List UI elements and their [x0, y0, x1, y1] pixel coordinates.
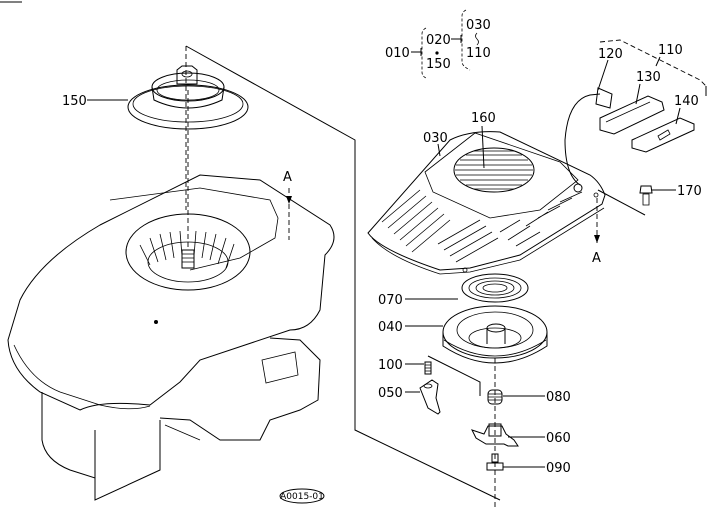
part-070-recoil-spring: 070 — [378, 273, 529, 308]
label-160: 160 — [471, 111, 496, 126]
part-150-starter-cup: 150 — [62, 65, 249, 248]
part-060-friction-plate: 060 — [471, 423, 571, 447]
label-100: 100 — [378, 358, 403, 373]
center-stud — [181, 249, 195, 269]
hierarchy-dot — [435, 51, 439, 55]
part-040-pulley: 040 — [378, 305, 548, 364]
louvres — [381, 189, 583, 263]
part-050-ratchet-pawl: 050 — [378, 379, 441, 415]
part-170-bolt: 170 — [597, 184, 702, 216]
drawing-code: A0015-01 — [279, 488, 325, 504]
label-150: 150 — [62, 94, 87, 109]
label-030-key: 030 — [466, 18, 491, 33]
label-020: 020 — [426, 33, 451, 48]
label-140: 140 — [674, 94, 699, 109]
label-030: 030 — [423, 131, 448, 146]
label-110-key: 110 — [466, 46, 491, 61]
part-120-rope — [564, 93, 601, 186]
part-080-spring: 080 — [487, 389, 571, 405]
part-140-insert — [631, 117, 695, 153]
label-040: 040 — [378, 320, 403, 335]
section-mark-a-left: A — [283, 170, 292, 185]
label-110: 110 — [658, 43, 683, 58]
label-070: 070 — [378, 293, 403, 308]
label-060: 060 — [546, 431, 571, 446]
part-160-screen — [453, 147, 535, 193]
label-130: 130 — [636, 70, 661, 85]
label-080: 080 — [546, 390, 571, 405]
fan-blades — [139, 230, 235, 269]
label-050: 050 — [378, 386, 403, 401]
label-150-key: 150 — [426, 57, 451, 72]
drawing-code-text: A0015-01 — [280, 492, 324, 502]
part-030-starter-case: 030 160 A — [367, 111, 606, 275]
engine-blower-housing: A — [7, 45, 501, 501]
label-010: 010 — [385, 46, 410, 61]
part-130-handle — [599, 95, 665, 135]
label-170: 170 — [677, 184, 702, 199]
part-110-handle-assembly: 120 110 130 140 — [564, 39, 707, 186]
flange-nut — [176, 65, 198, 85]
label-120: 120 — [598, 47, 623, 62]
section-mark-a-right: A — [592, 251, 601, 266]
label-090: 090 — [546, 461, 571, 476]
hierarchy-key: 010 020 150 030 110 — [385, 9, 491, 79]
part-100-return-spring: 100 — [378, 355, 481, 396]
part-090-screw: 090 — [486, 453, 571, 476]
